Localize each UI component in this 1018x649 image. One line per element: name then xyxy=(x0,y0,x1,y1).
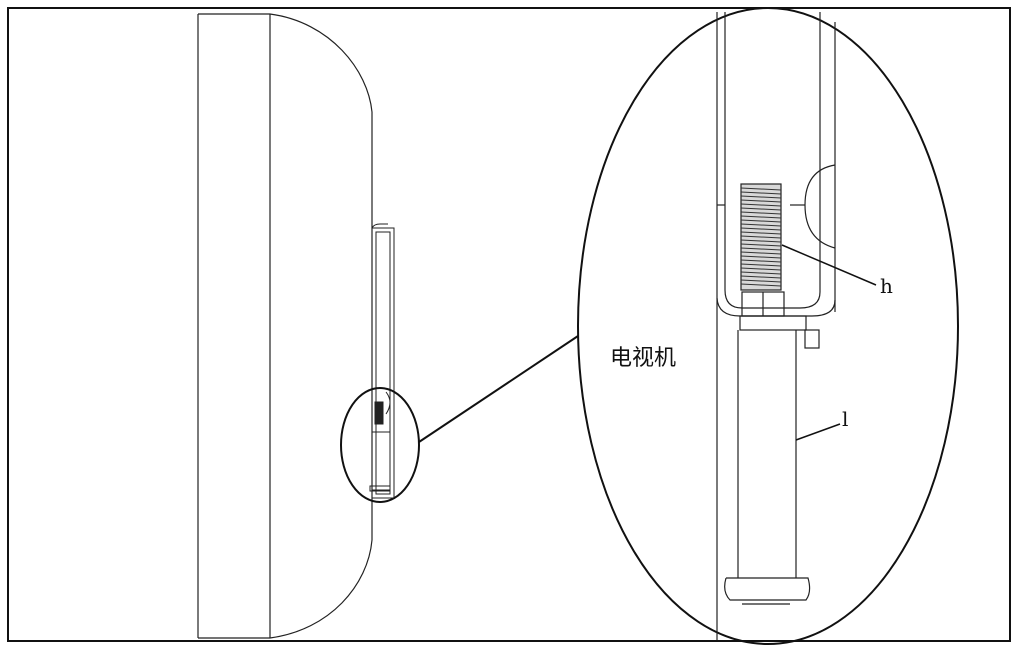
thread-line xyxy=(740,223,782,227)
thread-line xyxy=(740,239,782,243)
thread-line xyxy=(740,195,782,199)
thread-line xyxy=(740,243,782,247)
label-l: l xyxy=(842,407,849,431)
drawing-frame xyxy=(7,7,1011,642)
tv-profile xyxy=(197,13,373,639)
detail-circle-small xyxy=(340,387,420,503)
thread-line xyxy=(740,259,782,263)
thread-line xyxy=(740,191,782,195)
leader-h xyxy=(781,244,877,286)
thread-line xyxy=(740,235,782,239)
label-h: h xyxy=(880,274,893,298)
thread-line xyxy=(740,267,782,271)
detail-leader-line xyxy=(418,335,579,443)
thread-line xyxy=(740,215,782,219)
thread-line xyxy=(740,211,782,215)
thread-line xyxy=(740,263,782,267)
thread-line xyxy=(740,207,782,211)
label-tv: 电视机 xyxy=(610,346,677,371)
thread-line xyxy=(740,283,782,287)
thread-line xyxy=(740,203,782,207)
thread-line xyxy=(740,231,782,235)
thread-line xyxy=(740,255,782,259)
thread-line xyxy=(740,271,782,275)
thread-line xyxy=(740,227,782,231)
thread-line xyxy=(740,199,782,203)
leader-l xyxy=(795,423,841,441)
thread-line xyxy=(740,247,782,251)
detail-circle-large xyxy=(577,7,959,645)
thread-line xyxy=(740,275,782,279)
thread-line xyxy=(740,251,782,255)
wall-bracket-small xyxy=(369,223,395,499)
thread-line xyxy=(740,279,782,283)
magnified-detail xyxy=(716,12,836,640)
thread-line xyxy=(740,219,782,223)
thread-lines xyxy=(740,187,782,287)
thread-line xyxy=(740,187,782,191)
